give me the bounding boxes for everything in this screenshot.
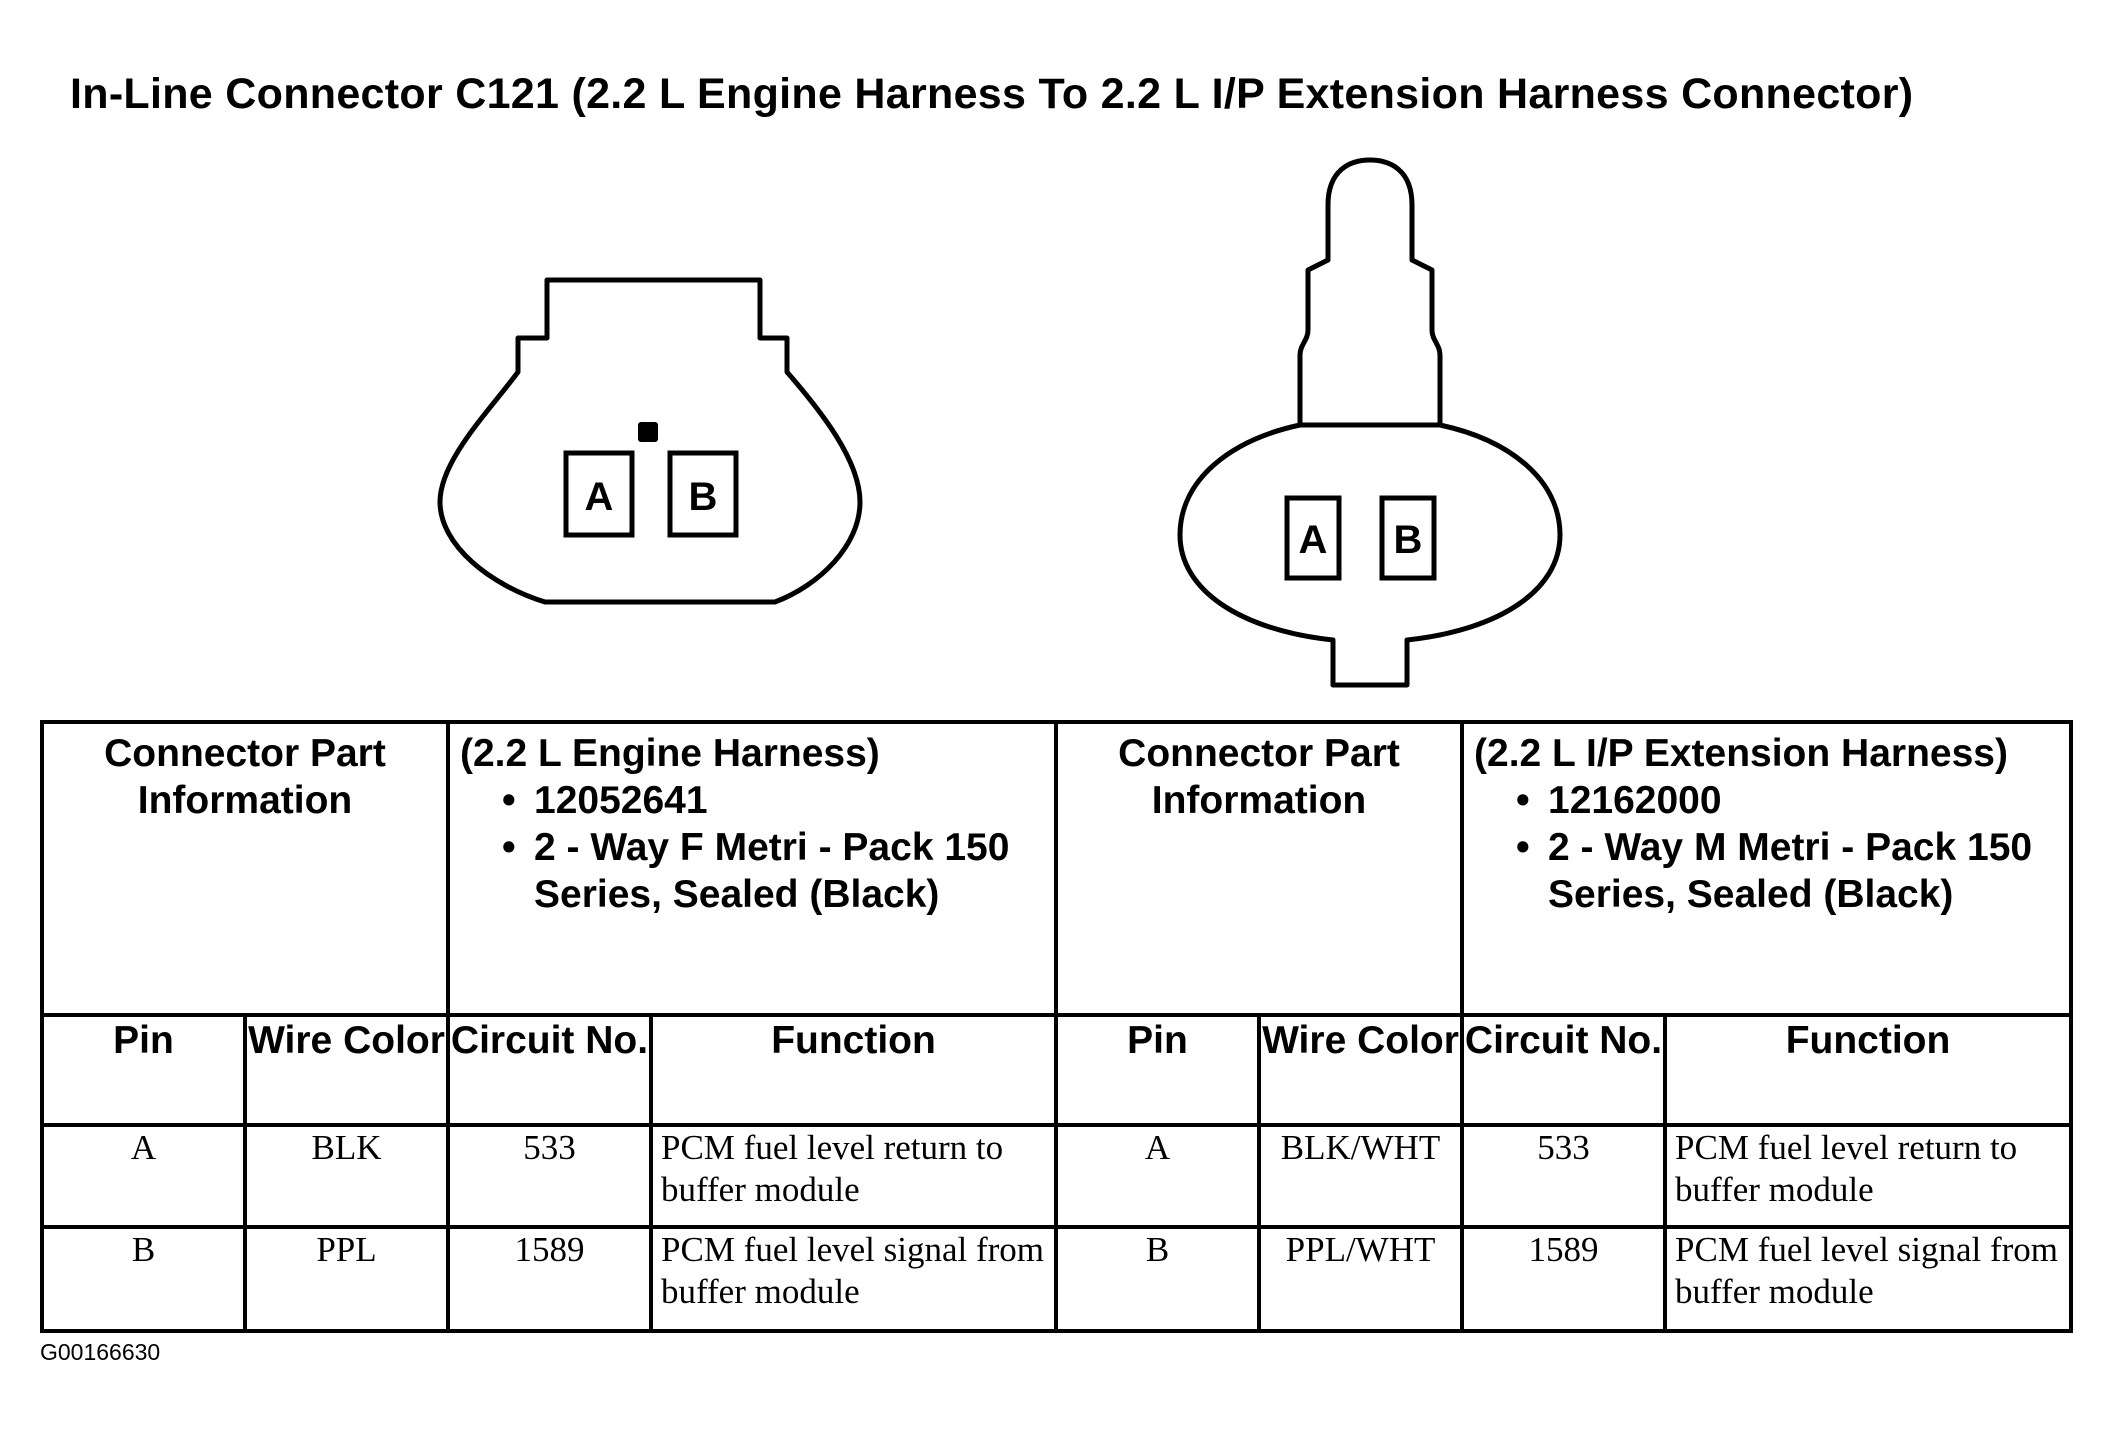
figure-id: G00166630	[40, 1339, 161, 1365]
column-header-row: Pin Wire Color Circuit No. Function Pin …	[40, 1013, 2074, 1127]
left-pin-cavity-a: A	[563, 450, 635, 538]
table-row: B PPL 1589 PCM fuel level signal from bu…	[40, 1225, 2074, 1333]
left-wire-color: PPL	[243, 1225, 450, 1333]
left-part-info-label: Connector Part Information	[40, 720, 450, 1017]
left-pin-label-b: B	[689, 475, 718, 519]
left-part-details: (2.2 L Engine Harness) 12052641 2 - Way …	[445, 720, 1059, 1017]
right-circuit: 533	[1460, 1123, 1668, 1229]
right-function: PCM fuel level signal from buffer module	[1663, 1225, 2074, 1333]
right-pin-cavity-b: B	[1379, 495, 1437, 581]
right-col-pin: Pin	[1054, 1013, 1262, 1127]
left-col-circuit-no: Circuit No.	[446, 1013, 653, 1127]
left-function: PCM fuel level signal from buffer module	[648, 1225, 1059, 1333]
left-pin-label-a: A	[585, 475, 614, 519]
right-part-number: 12162000	[1516, 777, 2059, 824]
right-part-info-label: Connector Part Information	[1054, 720, 1465, 1017]
right-col-circuit-no: Circuit No.	[1460, 1013, 1668, 1127]
left-col-wire-color: Wire Color	[243, 1013, 450, 1127]
right-circuit: 1589	[1460, 1225, 1668, 1333]
right-harness-name: (2.2 L I/P Extension Harness)	[1474, 732, 2008, 775]
left-pin: A	[40, 1123, 247, 1229]
left-connector-outline	[437, 277, 863, 605]
left-circuit: 1589	[446, 1225, 653, 1333]
left-part-number: 12052641	[502, 777, 1044, 824]
left-harness-name: (2.2 L Engine Harness)	[460, 732, 880, 775]
left-function: PCM fuel level return to buffer module	[648, 1123, 1059, 1229]
left-col-pin: Pin	[40, 1013, 247, 1127]
diagram-title: In-Line Connector C121 (2.2 L Engine Har…	[70, 70, 1914, 118]
right-col-wire-color: Wire Color	[1257, 1013, 1465, 1127]
right-connector-description: 2 - Way M Metri - Pack 150 Series, Seale…	[1516, 824, 2059, 918]
right-function: PCM fuel level return to buffer module	[1663, 1123, 2074, 1229]
left-connector-description: 2 - Way F Metri - Pack 150 Series, Seale…	[502, 824, 1044, 918]
left-pin: B	[40, 1225, 247, 1333]
part-info-row: Connector Part Information (2.2 L Engine…	[40, 720, 2074, 1017]
connector-info-table: Connector Part Information (2.2 L Engine…	[40, 720, 2074, 1333]
table-row: A BLK 533 PCM fuel level return to buffe…	[40, 1123, 2074, 1229]
right-pin: A	[1054, 1123, 1262, 1229]
left-connector-key	[638, 422, 658, 442]
right-wire-color: PPL/WHT	[1257, 1225, 1465, 1333]
right-pin-label-a: A	[1299, 518, 1328, 562]
right-connector-face: A B	[1177, 157, 1563, 688]
right-connector-outline	[1177, 157, 1563, 688]
right-pin: B	[1054, 1225, 1262, 1333]
left-connector-face: A B	[437, 277, 863, 605]
right-col-function: Function	[1663, 1013, 2074, 1127]
right-part-details: (2.2 L I/P Extension Harness) 12162000 2…	[1460, 720, 2074, 1017]
right-pin-cavity-a: A	[1284, 495, 1342, 581]
left-pin-cavity-b: B	[667, 450, 739, 538]
left-col-function: Function	[648, 1013, 1059, 1127]
left-circuit: 533	[446, 1123, 653, 1229]
left-wire-color: BLK	[243, 1123, 450, 1229]
right-wire-color: BLK/WHT	[1257, 1123, 1465, 1229]
right-pin-label-b: B	[1394, 518, 1423, 562]
